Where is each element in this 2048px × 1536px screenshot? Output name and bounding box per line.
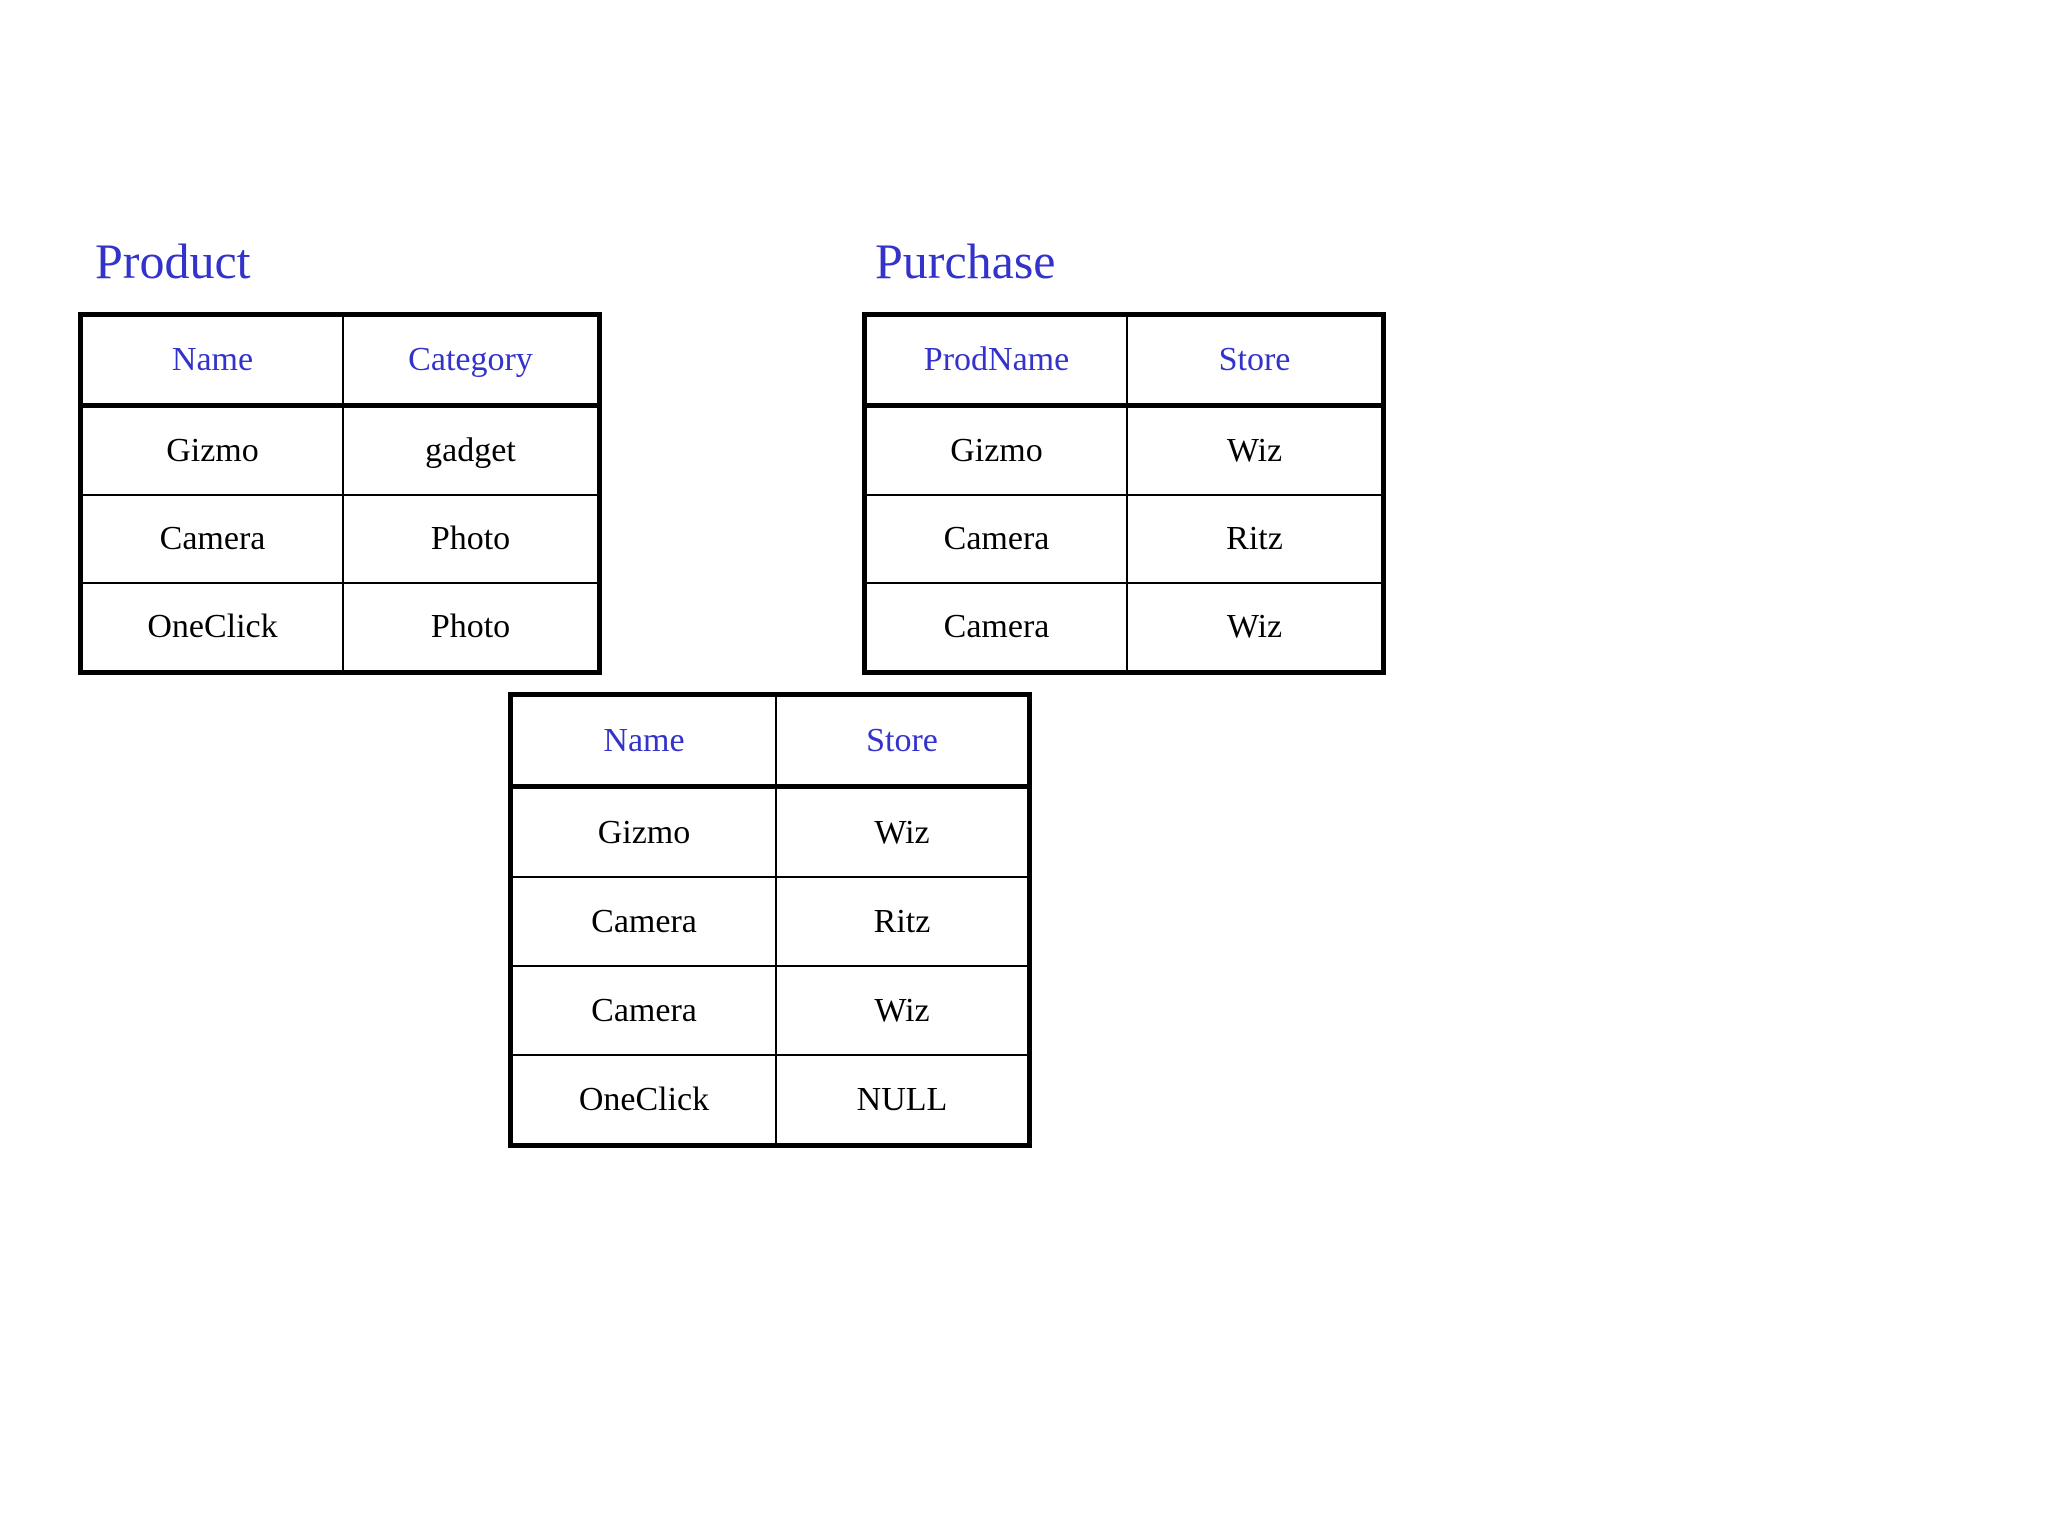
cell-prodname: Camera: [864, 583, 1128, 673]
table-row: Camera Ritz: [864, 495, 1384, 584]
cell-name: OneClick: [510, 1055, 777, 1146]
column-header-store: Store: [1127, 314, 1384, 408]
cell-category: gadget: [343, 405, 600, 496]
table-row: Camera Ritz: [510, 877, 1030, 967]
cell-name: Camera: [510, 877, 777, 967]
column-header-category: Category: [343, 314, 600, 408]
column-header-name: Name: [80, 314, 344, 408]
column-header-name: Name: [510, 694, 777, 789]
result-table: Name Store Gizmo Wiz Camera Ritz Camera …: [508, 692, 1032, 1148]
cell-name: OneClick: [80, 583, 344, 673]
table-row: Gizmo Wiz: [510, 786, 1030, 878]
table-row: Camera Photo: [80, 495, 600, 584]
cell-category: Photo: [343, 495, 600, 584]
cell-name: Gizmo: [510, 786, 777, 878]
table-row: Camera Wiz: [510, 966, 1030, 1056]
product-table: Name Category Gizmo gadget Camera Photo …: [78, 312, 602, 675]
cell-store-null: NULL: [856, 1080, 948, 1118]
cell-prodname: Gizmo: [864, 405, 1128, 496]
cell-name: Camera: [510, 966, 777, 1056]
column-header-prodname: ProdName: [864, 314, 1128, 408]
cell-category: Photo: [430, 608, 511, 645]
cell-store: Wiz: [1127, 405, 1384, 496]
cell-store: Wiz: [776, 786, 1030, 878]
cell-name: Gizmo: [80, 405, 344, 496]
table-row: Camera Wiz: [864, 583, 1384, 673]
purchase-table-title: Purchase: [875, 233, 1056, 289]
table-header-row: Name Store: [510, 694, 1030, 789]
table-row: Gizmo Wiz: [864, 405, 1384, 496]
cell-store: Ritz: [776, 877, 1030, 967]
table-header-row: ProdName Store: [864, 314, 1384, 408]
table-row: OneClick Photo: [80, 583, 600, 673]
cell-name: Camera: [80, 495, 344, 584]
cell-store: Ritz: [1127, 495, 1384, 584]
table-row: Gizmo gadget: [80, 405, 600, 496]
purchase-table: ProdName Store Gizmo Wiz Camera Ritz Cam…: [862, 312, 1386, 675]
product-table-title: Product: [95, 233, 251, 289]
cell-prodname: Camera: [864, 495, 1128, 584]
table-row: OneClick NULL: [510, 1055, 1030, 1146]
table-header-row: Name Category: [80, 314, 600, 408]
cell-store: Wiz: [776, 966, 1030, 1056]
cell-store: Wiz: [1226, 608, 1283, 645]
column-header-store: Store: [776, 694, 1030, 789]
